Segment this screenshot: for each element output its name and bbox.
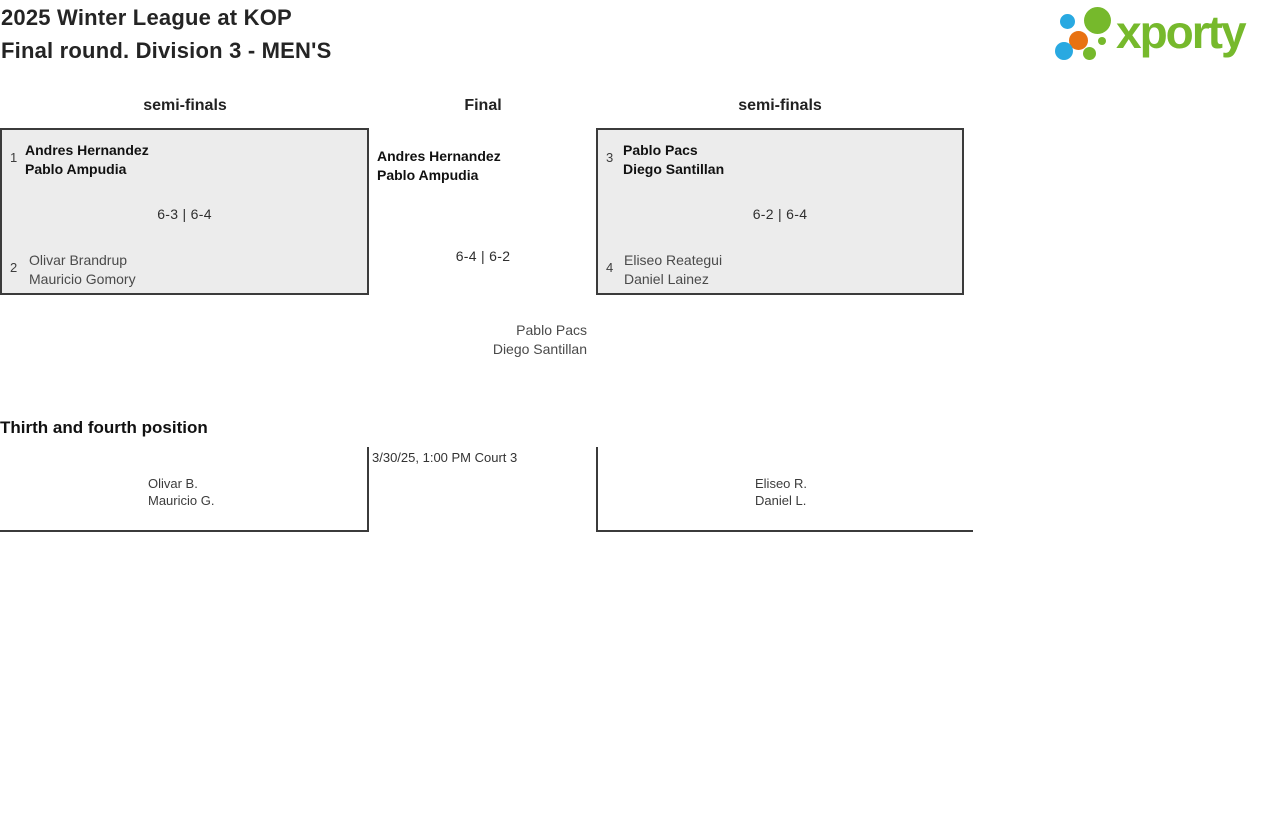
team-pablo-diego: Pablo Pacs Diego Santillan — [623, 142, 725, 177]
score-semifinal-2: 6-2 | 6-4 — [752, 206, 808, 222]
column-header-final: Final — [464, 97, 502, 114]
seed-number-4: 4 — [606, 260, 614, 275]
team-olivar-mauricio: Olivar Brandrup Mauricio Gomory — [29, 252, 136, 287]
page-title-line1: 2025 Winter League at KOP — [1, 5, 292, 30]
match-box-semifinal-2[interactable]: 3 Pablo Pacs Diego Santillan 6-2 | 6-4 4… — [596, 128, 964, 295]
column-header-semifinals-right: semi-finals — [738, 97, 822, 114]
logo-dot-orange-icon — [1069, 31, 1088, 50]
seed-number-2: 2 — [10, 260, 18, 275]
score-final: 6-4 | 6-2 — [455, 248, 511, 264]
match-box-semifinal-1[interactable]: 1 Andres Hernandez Pablo Ampudia 6-3 | 6… — [0, 128, 369, 295]
score-semifinal-1: 6-3 | 6-4 — [157, 206, 212, 222]
third-place-section-title: Thirth and fourth position — [0, 418, 208, 437]
seed-number-1: 1 — [10, 150, 18, 165]
logo-dot-blue-small-icon — [1060, 14, 1075, 29]
third-place-schedule: 3/30/25, 1:00 PM Court 3 — [372, 450, 518, 465]
logo-dot-green-small-icon — [1083, 47, 1096, 60]
team-andres-pablo: Andres Hernandez Pablo Ampudia — [25, 142, 149, 177]
logo-wordmark: xporty — [1116, 6, 1247, 58]
xporty-logo[interactable]: xporty — [1050, 0, 1280, 70]
seed-number-3: 3 — [606, 150, 614, 165]
column-header-semifinals-left: semi-finals — [143, 97, 227, 114]
match-box-third-place-left[interactable]: Olivar B. Mauricio G. — [0, 447, 369, 532]
page-title-line2: Final round. Division 3 - MEN'S — [1, 38, 332, 63]
logo-dot-green-large-icon — [1084, 7, 1111, 34]
final-winner-team: Andres Hernandez Pablo Ampudia — [377, 148, 501, 183]
third-place-right-team: Eliseo R. Daniel L. — [755, 476, 808, 508]
final-loser-team: Pablo Pacs Diego Santillan — [492, 322, 587, 357]
third-place-left-team: Olivar B. Mauricio G. — [148, 476, 215, 508]
logo-dot-blue-large-icon — [1055, 42, 1073, 60]
team-eliseo-daniel: Eliseo Reategui Daniel Lainez — [624, 252, 723, 287]
match-box-third-place-right[interactable]: Eliseo R. Daniel L. — [596, 447, 973, 532]
page-title: 2025 Winter League at KOP Final round. D… — [1, 1, 331, 67]
logo-dot-green-tiny-icon — [1098, 37, 1106, 45]
